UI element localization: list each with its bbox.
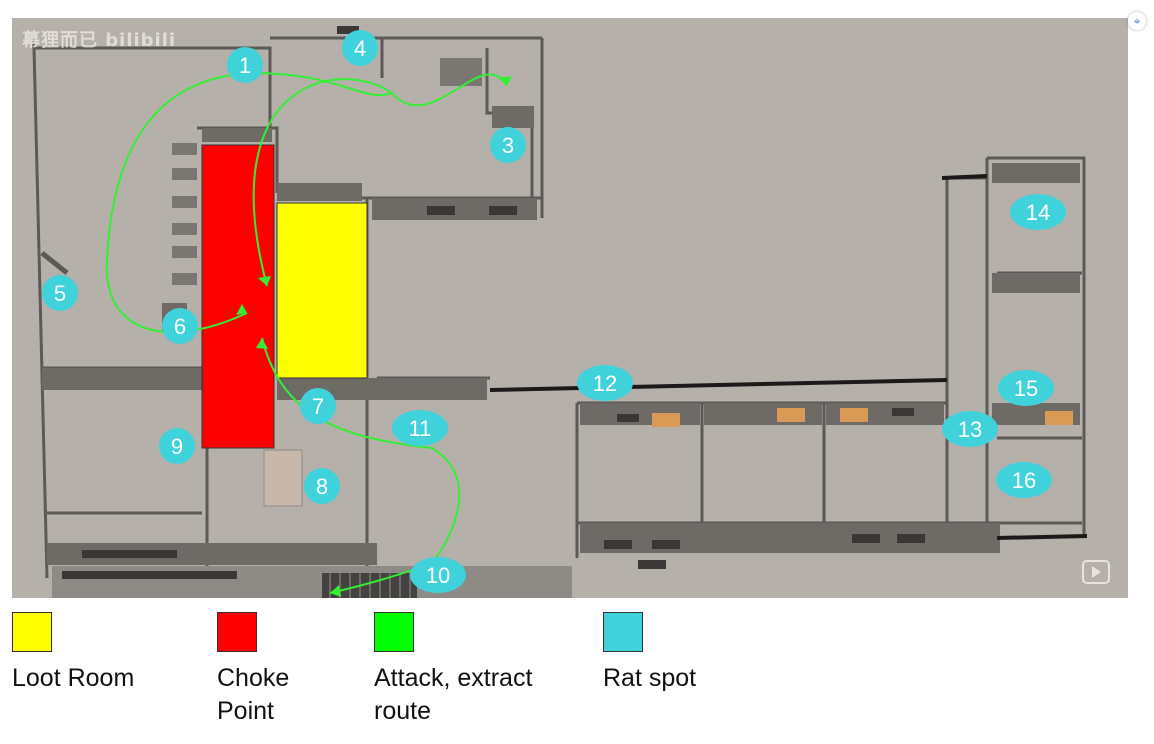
svg-text:7: 7 — [312, 394, 324, 419]
rat-spot-3: 3 — [490, 127, 526, 163]
svg-text:4: 4 — [354, 36, 366, 61]
legend-label: Loot Room — [12, 664, 135, 692]
legend-label: Attack, extract route — [374, 664, 533, 725]
legend-swatch-yellow — [12, 612, 52, 652]
legend-label: Choke Point — [217, 664, 290, 725]
rat-spot-11: 11 — [392, 410, 448, 446]
floor-plan — [32, 26, 1088, 598]
svg-text:15: 15 — [1014, 376, 1038, 401]
screenshot-icon[interactable]: ⌖ — [1128, 12, 1146, 30]
rat-spot-12: 12 — [577, 365, 633, 401]
svg-text:1: 1 — [239, 53, 251, 78]
play-icon[interactable] — [1082, 560, 1110, 584]
rat-spot-8: 8 — [304, 468, 340, 504]
map-view[interactable]: 幕狸而已 bilibili 1 3 4 5 6 7 8 — [12, 18, 1128, 598]
outer-edges — [489, 174, 1088, 540]
route-arrowheads — [236, 76, 512, 597]
rat-spots: 1 3 4 5 6 7 8 9 — [42, 30, 1066, 593]
windows — [62, 26, 925, 579]
rat-spot-14: 14 — [1010, 194, 1066, 230]
svg-text:16: 16 — [1012, 468, 1036, 493]
legend-swatch-red — [217, 612, 257, 652]
loot-room-zone — [276, 202, 368, 379]
legend-rat-spot: Rat spot — [603, 612, 696, 695]
legend-route: Attack, extract route — [374, 612, 532, 728]
svg-text:3: 3 — [502, 133, 514, 158]
rat-spot-4: 4 — [342, 30, 378, 66]
legend-swatch-cyan — [603, 612, 643, 652]
ledges — [172, 58, 482, 285]
legend-loot-room: Loot Room — [12, 612, 134, 695]
rat-spot-5: 5 — [42, 275, 78, 311]
legend-choke-point: Choke Point — [217, 612, 289, 728]
svg-text:8: 8 — [316, 474, 328, 499]
rat-spot-9: 9 — [159, 428, 195, 464]
svg-text:12: 12 — [593, 371, 617, 396]
svg-text:11: 11 — [409, 416, 432, 441]
choke-point-zone — [201, 144, 275, 449]
crates — [652, 408, 1073, 427]
hatched-floor — [263, 449, 303, 507]
wall-bands — [42, 106, 1080, 598]
svg-text:5: 5 — [54, 281, 66, 306]
svg-text:14: 14 — [1026, 200, 1050, 225]
svg-text:10: 10 — [426, 563, 450, 588]
svg-text:9: 9 — [171, 434, 183, 459]
rat-spot-1: 1 — [227, 47, 263, 83]
rat-spot-6: 6 — [162, 308, 198, 344]
rat-spot-16: 16 — [996, 462, 1052, 498]
rat-spot-15: 15 — [998, 370, 1054, 406]
legend-label: Rat spot — [603, 664, 697, 692]
rat-spot-10: 10 — [410, 557, 466, 593]
watermark: 幕狸而已 bilibili — [22, 30, 177, 51]
svg-text:6: 6 — [174, 314, 186, 339]
svg-text:13: 13 — [958, 417, 982, 442]
rat-spot-7: 7 — [300, 388, 336, 424]
rat-spot-13: 13 — [942, 411, 998, 447]
legend-swatch-green — [374, 612, 414, 652]
